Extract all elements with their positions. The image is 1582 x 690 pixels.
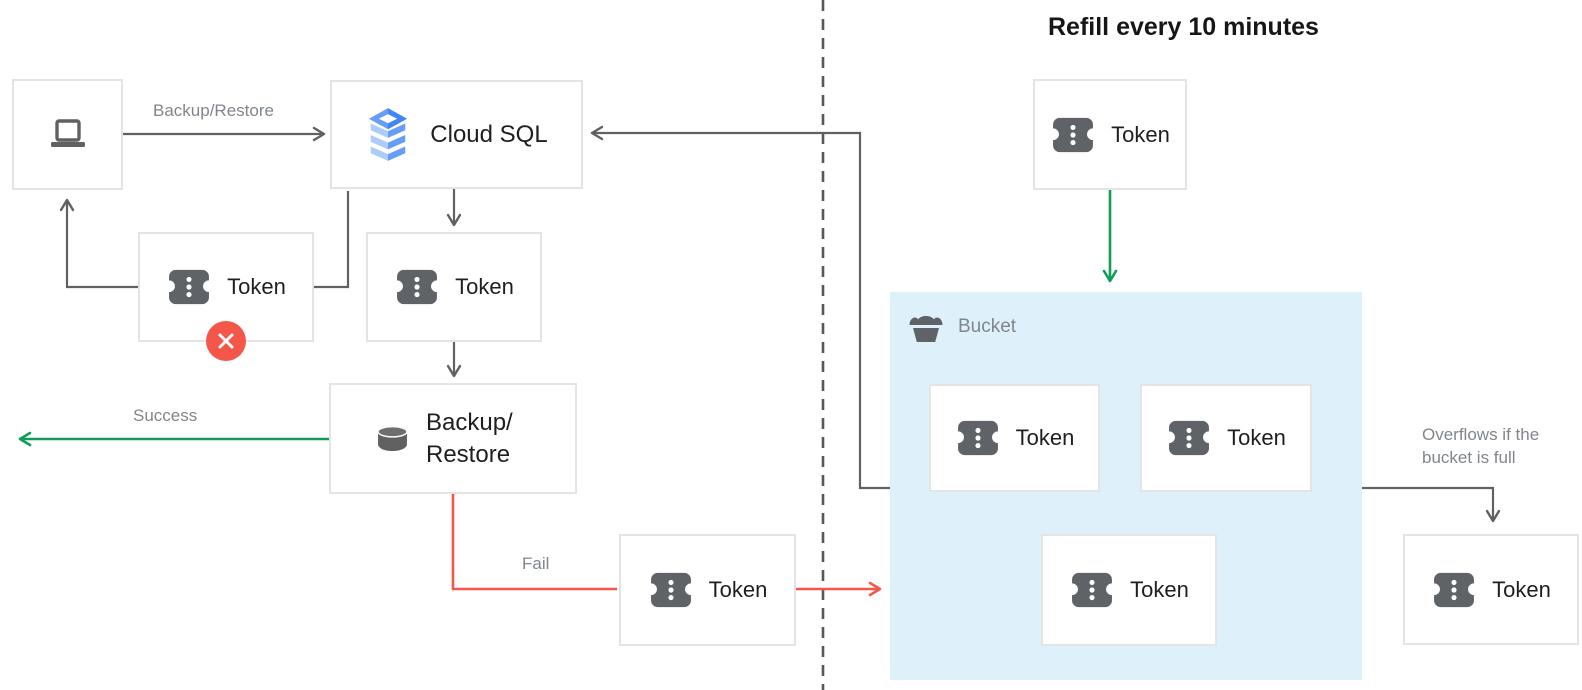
backup-restore-node: Backup/Restore [329, 383, 577, 494]
edge-token-to-client [59, 198, 138, 289]
token-node-bucket-1: Token [929, 384, 1100, 492]
edge-token-to-cloudsql [314, 191, 350, 289]
edge-overflow [1362, 486, 1501, 523]
token-label: Token [227, 274, 286, 299]
token-icon [957, 420, 998, 456]
token-label: Token [455, 274, 514, 299]
backup-restore-label: Backup/Restore [426, 409, 513, 468]
cloud-sql-node: Cloud SQL [330, 80, 583, 189]
edge-label-backup-restore: Backup/Restore [153, 101, 274, 120]
token-icon [1434, 572, 1475, 607]
token-label: Token [708, 577, 768, 602]
bucket-icon [909, 316, 943, 342]
x-badge-icon [206, 321, 246, 361]
laptop-icon [50, 119, 85, 147]
token-icon [1053, 117, 1094, 152]
diagram-title: Refill every 10 minutes [1048, 13, 1319, 41]
token-node-overflow: Token [1403, 534, 1579, 645]
bucket-header: Bucket [908, 312, 1016, 342]
token-label: Token [1130, 577, 1189, 602]
token-node-fail: Token [619, 534, 796, 646]
token-node-refill: Token [1033, 79, 1187, 190]
token-icon [1072, 572, 1113, 608]
client-node [12, 79, 123, 190]
token-icon [397, 269, 438, 305]
token-icon [169, 269, 210, 305]
token-node-bucket-3: Token [1041, 534, 1217, 646]
token-icon [1169, 420, 1210, 456]
bucket-label: Bucket [958, 316, 1017, 337]
cloud-sql-label: Cloud SQL [430, 120, 548, 148]
edge-bucket-to-cloudsql [590, 125, 890, 490]
edge-label-fail: Fail [522, 554, 550, 573]
token-node-bucket-2: Token [1140, 384, 1312, 492]
token-label: Token [1015, 425, 1075, 450]
token-icon [650, 572, 691, 608]
edge-label-success: Success [133, 406, 198, 425]
token-label: Token [1492, 576, 1551, 602]
token-label: Token [1111, 121, 1170, 147]
edge-label-overflow: Overflows if the bucket is full [1422, 425, 1540, 467]
database-icon [377, 425, 408, 452]
token-label: Token [1227, 425, 1286, 450]
token-node-request: Token [366, 232, 542, 342]
cloud-sql-icon [369, 107, 408, 161]
